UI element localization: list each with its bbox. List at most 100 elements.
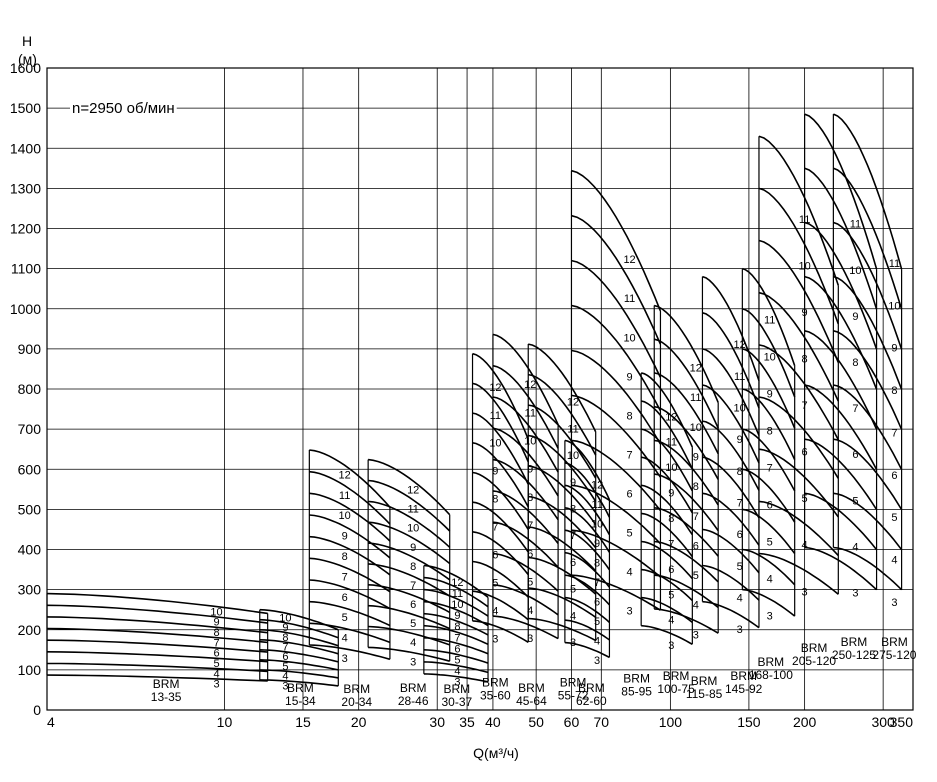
head-curve <box>654 574 719 609</box>
y-axis-label-unit: (м) <box>18 51 37 67</box>
head-curve <box>492 521 559 568</box>
stage-label: 11 <box>591 499 602 511</box>
stage-label: 6 <box>527 548 533 560</box>
stage-label: 5 <box>767 537 773 549</box>
stage-label: 10 <box>567 450 579 462</box>
stage-label: 9 <box>594 538 600 550</box>
stage-label: 9 <box>410 542 416 554</box>
stage-label: 7 <box>594 577 600 589</box>
stage-label: 10 <box>591 519 603 531</box>
stage-label: 11 <box>567 423 578 435</box>
stage-label: 5 <box>891 512 897 524</box>
stage-label: 3 <box>891 597 897 609</box>
head-curve <box>742 428 796 492</box>
stage-label: 8 <box>527 492 533 504</box>
stage-label: 9 <box>852 311 858 323</box>
stage-label: 5 <box>492 578 498 590</box>
stage-label: 8 <box>627 410 633 422</box>
stage-label: 8 <box>410 561 416 573</box>
y-axis-label-h: H <box>22 33 32 49</box>
stage-label: 7 <box>410 580 416 592</box>
head-curve <box>702 564 760 601</box>
stage-label: 4 <box>852 541 858 553</box>
head-curve <box>367 458 451 516</box>
head-curve <box>833 384 903 470</box>
head-curve <box>804 384 878 470</box>
stage-label: 3 <box>693 629 699 641</box>
stage-label: 10 <box>665 462 677 474</box>
stage-label: 5 <box>737 561 743 573</box>
stage-label: 10 <box>849 265 861 277</box>
stage-label: 10 <box>451 599 463 611</box>
head-curve <box>641 568 693 602</box>
head-curve <box>368 604 451 630</box>
x-tick-label: 4 <box>47 714 55 730</box>
speed-annotation-background <box>70 99 177 119</box>
head-curve <box>571 394 662 478</box>
y-tick-label: 1300 <box>10 180 41 196</box>
head-curve <box>804 275 878 390</box>
head-curve <box>309 470 391 525</box>
stage-label: 5 <box>454 655 460 667</box>
head-curve <box>571 484 661 545</box>
stage-label: 8 <box>767 426 773 438</box>
x-tick-label: 15 <box>295 714 311 730</box>
stage-label: 6 <box>342 592 348 604</box>
stage-label: 4 <box>767 574 773 586</box>
stage-label: 6 <box>627 488 633 500</box>
stage-label: 7 <box>527 520 533 532</box>
head-curve <box>641 624 693 645</box>
head-curve <box>833 275 903 390</box>
stage-label: 4 <box>737 593 743 605</box>
stage-label: 10 <box>690 422 702 434</box>
head-curve <box>423 673 489 683</box>
stage-label: 12 <box>665 411 677 423</box>
stage-label: 6 <box>570 557 576 569</box>
stage-label: 4 <box>527 605 533 617</box>
y-tick-label: 1500 <box>10 100 41 116</box>
head-curve <box>654 540 719 583</box>
head-curve <box>472 382 529 463</box>
stage-label: 3 <box>668 640 674 652</box>
head-curve <box>804 167 878 310</box>
stage-label: 5 <box>282 661 288 673</box>
y-tick-label: 0 <box>33 702 41 718</box>
stage-label: 7 <box>342 571 348 583</box>
stage-label: 3 <box>627 605 633 617</box>
head-curve <box>259 618 339 639</box>
head-curve <box>423 649 489 664</box>
head-curve <box>259 639 339 655</box>
head-curve <box>833 492 903 551</box>
head-curve <box>641 400 694 470</box>
head-curve <box>742 348 796 429</box>
head-curve <box>758 552 839 595</box>
stage-label: 10 <box>210 606 222 618</box>
stage-label: 3 <box>802 586 808 598</box>
head-curve <box>46 616 268 634</box>
stage-label: 6 <box>213 648 219 660</box>
stage-label: 6 <box>737 529 743 541</box>
head-curve <box>528 465 597 526</box>
head-curve <box>46 627 268 644</box>
stage-label: 7 <box>213 637 219 649</box>
y-tick-label: 400 <box>18 542 42 558</box>
x-tick-label: 70 <box>594 714 610 730</box>
stage-label: 10 <box>407 523 419 535</box>
head-curve <box>833 438 903 511</box>
stage-label: 7 <box>492 522 498 534</box>
y-tick-label: 800 <box>18 381 42 397</box>
stage-label: 7 <box>891 427 897 439</box>
stage-label: 10 <box>734 403 746 415</box>
stage-label: 11 <box>666 437 677 449</box>
head-curve <box>423 600 489 627</box>
head-curve <box>742 508 796 554</box>
head-curve <box>528 404 597 479</box>
stage-label: 6 <box>454 643 460 655</box>
